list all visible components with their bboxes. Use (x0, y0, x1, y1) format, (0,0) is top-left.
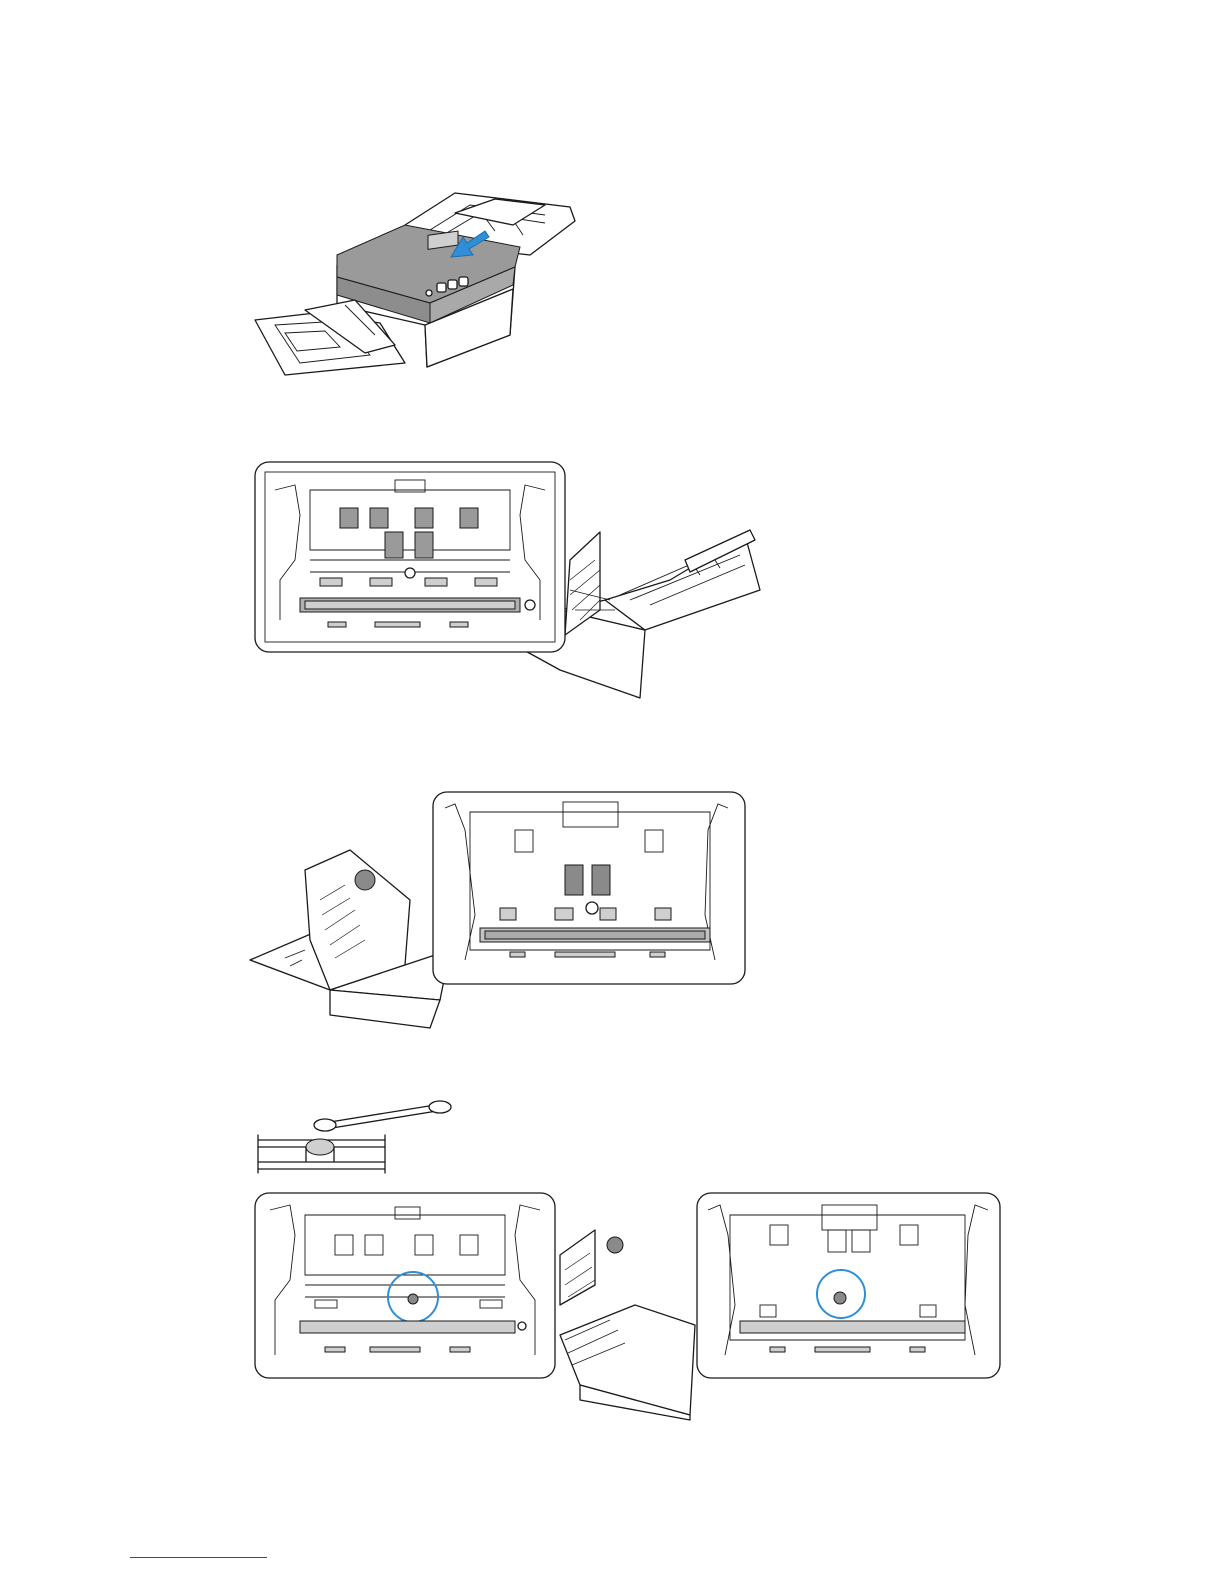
figure-scanner-inside-view-lid (250, 790, 750, 1030)
scanner-open-illustration-1 (250, 460, 765, 705)
footer-link-rule (130, 1557, 267, 1558)
scanner-open-illustration-2 (250, 790, 750, 1030)
figure-scanner-open-lid (245, 185, 585, 380)
cotton-swab-icon (314, 1101, 451, 1131)
scanner-closed-illustration (245, 185, 585, 380)
figure-scanner-inside-view-front (250, 460, 765, 705)
sensor-cleaning-illustration (250, 1085, 1010, 1425)
figure-swab-cleaning-sensor (250, 1085, 1010, 1425)
